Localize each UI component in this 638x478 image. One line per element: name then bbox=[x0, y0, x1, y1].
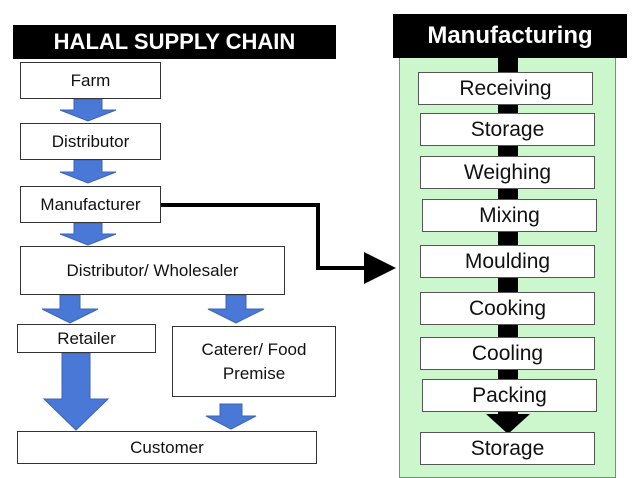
arrow-wholesaler-caterer bbox=[207, 294, 265, 324]
manufacturer-connector-arrow bbox=[160, 203, 396, 284]
process-flow-arrowhead bbox=[486, 414, 530, 434]
step-weighing: Weighing bbox=[420, 156, 595, 189]
step-mixing: Mixing bbox=[422, 199, 597, 232]
arrow-farm-distributor bbox=[59, 98, 117, 122]
step-cooling: Cooling bbox=[420, 337, 595, 370]
process-flow-bar bbox=[498, 56, 518, 416]
distributor-box: Distributor bbox=[20, 123, 161, 160]
step-packing: Packing bbox=[422, 379, 597, 412]
customer-box: Customer bbox=[17, 431, 317, 464]
step-moulding: Moulding bbox=[420, 245, 595, 278]
arrow-caterer-customer bbox=[205, 403, 257, 430]
caterer-line-1: Caterer/ Food bbox=[201, 339, 307, 359]
supply-chain-title: HALAL SUPPLY CHAIN bbox=[13, 25, 336, 59]
arrow-manufacturer-wholesaler bbox=[59, 222, 117, 246]
wholesaler-box: Distributor/ Wholesaler bbox=[20, 246, 285, 295]
caterer-box: Caterer/ Food Premise bbox=[172, 326, 336, 397]
caterer-line-2: Premise bbox=[222, 363, 286, 383]
arrow-retailer-customer bbox=[42, 352, 110, 431]
manufacturing-title: Manufacturing bbox=[393, 14, 627, 58]
step-storage-final: Storage bbox=[420, 432, 595, 465]
retailer-box: Retailer bbox=[17, 324, 156, 353]
arrow-wholesaler-retailer bbox=[41, 294, 99, 324]
step-cooking: Cooking bbox=[420, 292, 595, 325]
step-storage: Storage bbox=[420, 113, 595, 146]
manufacturer-box: Manufacturer bbox=[20, 186, 161, 223]
farm-box: Farm bbox=[20, 62, 161, 99]
arrow-distributor-manufacturer bbox=[59, 159, 117, 184]
step-receiving: Receiving bbox=[418, 72, 593, 105]
